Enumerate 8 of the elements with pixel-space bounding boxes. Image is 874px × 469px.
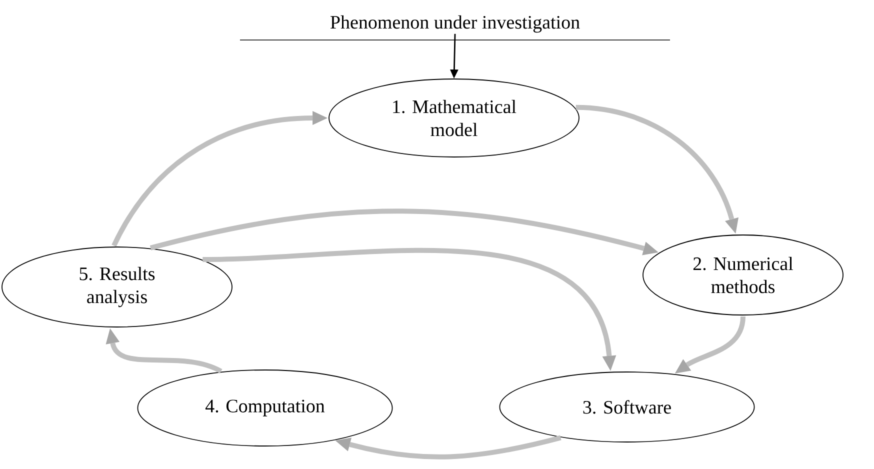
- arrow: [674, 316, 746, 374]
- heading-text: Phenomenon under investigation: [330, 15, 580, 33]
- arrow: [335, 435, 562, 460]
- arrow: [112, 111, 328, 247]
- arrow: [576, 104, 739, 234]
- arrow: [202, 248, 616, 371]
- arrow: [150, 208, 658, 256]
- arrow: [106, 328, 222, 374]
